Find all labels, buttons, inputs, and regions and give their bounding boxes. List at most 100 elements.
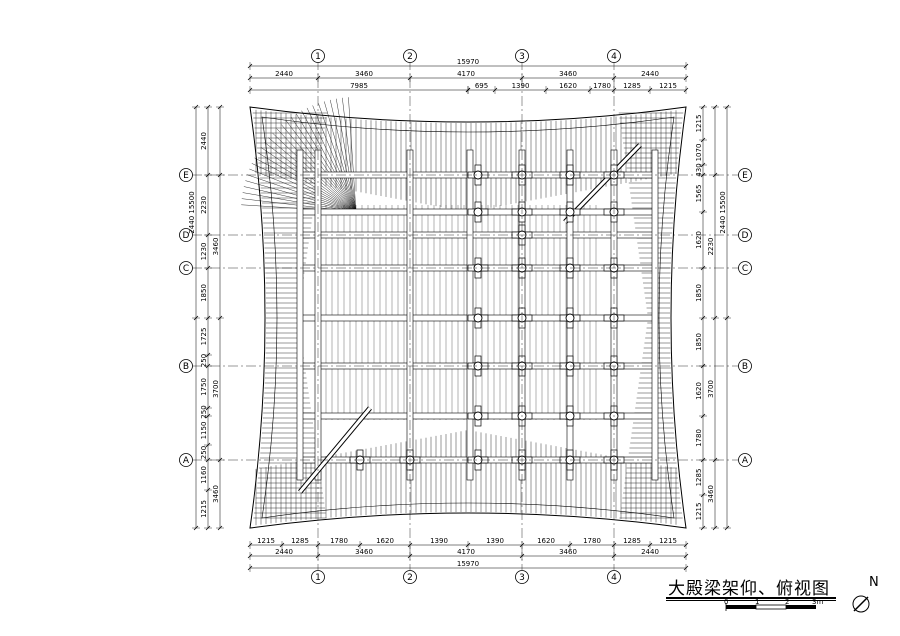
left-mid-dim: 1725 xyxy=(200,328,208,346)
axis-label: 1 xyxy=(315,573,321,583)
axis-label: D xyxy=(742,231,749,241)
bottom-row2-dim: 2440 xyxy=(275,548,293,556)
axis-bubble xyxy=(403,570,417,584)
right-mid-dim: 1850 xyxy=(695,284,703,302)
axis-bubble xyxy=(607,570,621,584)
left-mid-dim: 250 xyxy=(200,405,208,418)
hip-beam-inner xyxy=(298,407,372,493)
column-node xyxy=(565,207,575,217)
bottom-row2-dim: 3460 xyxy=(355,548,373,556)
axis-bubble xyxy=(738,228,752,242)
scale-label-3: 3m xyxy=(812,598,824,606)
axis-label: A xyxy=(183,456,190,466)
top-row2-dim: 7985 xyxy=(350,82,368,90)
axis-bubble xyxy=(738,359,752,373)
eave-inner-outline xyxy=(261,116,675,519)
beam xyxy=(296,149,304,481)
top-row1-dim: 2440 xyxy=(641,70,659,78)
axis-gridlines xyxy=(192,60,742,570)
axis-label: C xyxy=(183,264,189,274)
axis-bubble xyxy=(738,168,752,182)
top-row2-dim: 1390 xyxy=(512,82,530,90)
title-underline-thin xyxy=(666,600,836,601)
bottom-row1-dim: 1215 xyxy=(659,537,677,545)
fan-rafter xyxy=(312,105,357,213)
drawing-title: 大殿梁架仰、俯视图 xyxy=(668,579,830,599)
column-node xyxy=(473,411,483,421)
axis-bubble xyxy=(179,168,193,182)
left-inner-dim: 3460 xyxy=(212,238,220,256)
axis-bubble xyxy=(179,261,193,275)
rafter-lines xyxy=(241,97,687,529)
axis-label: 4 xyxy=(611,52,617,62)
top-row1-dim: 2440 xyxy=(275,70,293,78)
right-mid-dim: 1285 xyxy=(695,469,703,487)
right-inner-dim: 2230 xyxy=(707,238,715,256)
left-mid-dim: 1150 xyxy=(200,422,208,440)
eave-outline xyxy=(249,106,687,529)
fan-rafter xyxy=(348,97,357,213)
column-node xyxy=(565,411,575,421)
bottom-row1-dim: 1390 xyxy=(486,537,504,545)
fan-rafter xyxy=(306,107,357,213)
axis-bubble xyxy=(515,570,529,584)
axis-label: C xyxy=(742,264,748,274)
left-mid-dim: 1230 xyxy=(200,243,208,261)
column-node xyxy=(565,313,575,323)
right-outer-dim: 2440 15500 xyxy=(719,191,727,233)
scale-bar xyxy=(725,603,816,611)
bottom-row1-dim: 1285 xyxy=(291,537,309,545)
left-inner-dim: 3460 xyxy=(212,485,220,503)
axis-label: 2 xyxy=(407,52,413,62)
fan-rafter xyxy=(254,157,357,213)
bottom-row1-dim: 1620 xyxy=(376,537,394,545)
axis-bubble xyxy=(607,49,621,63)
left-outer-dim: 2440 15500 xyxy=(188,191,196,233)
column-node xyxy=(473,313,483,323)
axis-label: 4 xyxy=(611,573,617,583)
fan-rafter xyxy=(251,163,357,213)
axis-label: 3 xyxy=(519,573,525,583)
right-mid-dim: 1620 xyxy=(695,382,703,400)
bottom-total-dim: 15970 xyxy=(457,560,479,568)
right-mid-dim: 1215 xyxy=(695,503,703,521)
top-row2-dim: 1285 xyxy=(623,82,641,90)
bottom-row1-dim: 1780 xyxy=(583,537,601,545)
column-node xyxy=(473,207,483,217)
left-mid-dim: 2440 xyxy=(200,132,208,150)
left-mid-dim: 1750 xyxy=(200,378,208,396)
bottom-row1-dim: 1390 xyxy=(430,537,448,545)
north-label: N xyxy=(869,575,879,590)
bottom-row2-dim: 4170 xyxy=(457,548,475,556)
right-inner-dim: 3460 xyxy=(707,485,715,503)
axis-label: D xyxy=(183,231,190,241)
top-row1-dim: 3460 xyxy=(559,70,577,78)
axis-label: A xyxy=(742,456,749,466)
top-row2-dim: 1215 xyxy=(659,82,677,90)
axis-bubble xyxy=(515,49,529,63)
axis-label: B xyxy=(183,362,189,372)
bottom-row1-dim: 1780 xyxy=(330,537,348,545)
right-mid-dim: 1215 xyxy=(695,115,703,133)
beam-frame xyxy=(296,143,659,494)
scale-label-2: 2 xyxy=(785,598,790,606)
right-mid-dim: 1780 xyxy=(695,429,703,447)
left-mid-dim: 2230 xyxy=(200,196,208,214)
axis-label: E xyxy=(183,171,189,181)
north-arrow-icon xyxy=(852,595,870,613)
left-mid-dim: 1850 xyxy=(200,284,208,302)
axis-bubble xyxy=(311,49,325,63)
bottom-row2-dim: 2440 xyxy=(641,548,659,556)
top-row2-dim: 1780 xyxy=(593,82,611,90)
beam xyxy=(651,149,659,481)
fan-rafter xyxy=(260,147,357,213)
bottom-row1-dim: 1285 xyxy=(623,537,641,545)
bottom-row2-dim: 3460 xyxy=(559,548,577,556)
top-row2-dim: 695 xyxy=(475,82,488,90)
top-row1-dim: 3460 xyxy=(355,70,373,78)
right-mid-dim: 430 xyxy=(695,163,703,176)
axis-label: B xyxy=(742,362,748,372)
fan-rafter xyxy=(301,110,357,213)
right-mid-dim: 1070 xyxy=(695,144,703,162)
